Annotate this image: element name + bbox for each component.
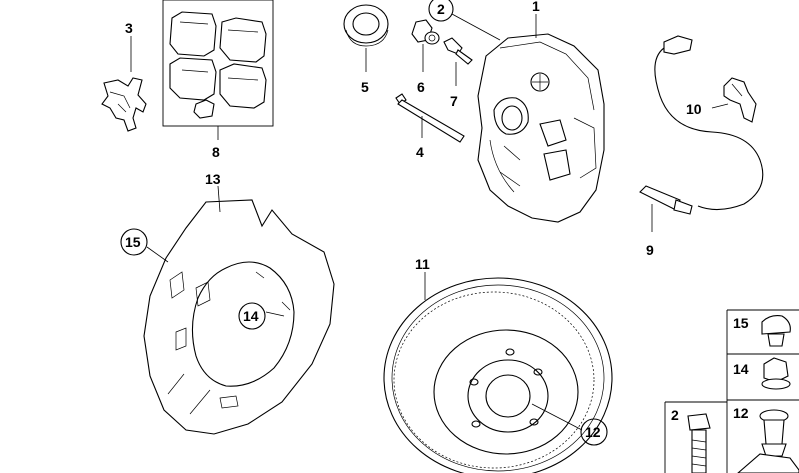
part-3-spring-clip[interactable] <box>101 77 147 132</box>
leader-2 <box>451 13 501 41</box>
part-7-bleed-screw[interactable] <box>443 37 473 65</box>
callout-2[interactable]: 2 <box>437 1 445 17</box>
bolt-2-shank <box>691 429 707 473</box>
callout-15-circle <box>120 228 148 256</box>
callout-2-circle <box>428 0 454 22</box>
arrow-wedge-icon <box>737 453 799 473</box>
callout-4[interactable]: 4 <box>416 144 424 160</box>
nut-14-body <box>763 357 789 383</box>
callout-8[interactable]: 8 <box>212 144 220 160</box>
callout-13[interactable]: 13 <box>205 171 221 187</box>
bolt-15-head <box>761 315 791 335</box>
leader-12 <box>531 403 583 431</box>
legend-cell-12[interactable]: 12 <box>733 405 789 457</box>
callout-10[interactable]: 10 <box>686 101 702 117</box>
part-9-wear-sensor[interactable] <box>639 35 764 215</box>
legend-label-2: 2 <box>671 407 679 423</box>
part-11-brake-disc[interactable] <box>383 277 613 473</box>
legend-label-12: 12 <box>733 405 749 421</box>
legend-cell-arrow <box>737 453 799 473</box>
part-4-guide-bolt[interactable] <box>395 93 465 143</box>
fastener-legend <box>664 309 799 473</box>
callout-12-circle <box>580 418 608 446</box>
legend-cell-2[interactable]: 2 <box>671 407 711 473</box>
bolt-12-base <box>761 443 787 457</box>
part-5-cap[interactable] <box>343 4 389 47</box>
callout-9[interactable]: 9 <box>646 242 654 258</box>
legend-cell-15[interactable]: 15 <box>733 315 791 347</box>
part-10-bracket[interactable] <box>723 77 757 123</box>
bolt-2-thread <box>691 439 707 467</box>
leader-13 <box>217 185 221 213</box>
bolt-2-head <box>687 413 711 431</box>
callout-12[interactable]: 12 <box>585 424 601 440</box>
callout-1[interactable]: 1 <box>532 0 540 14</box>
bolt-15-shank <box>767 333 785 347</box>
callout-5[interactable]: 5 <box>361 79 369 95</box>
nut-14-collar <box>761 378 791 390</box>
callout-14[interactable]: 14 <box>243 308 259 324</box>
leader-14 <box>265 311 285 317</box>
part-6-fitting[interactable] <box>411 19 440 45</box>
part-1-brake-caliper[interactable] <box>477 33 605 223</box>
callout-15[interactable]: 15 <box>125 234 141 250</box>
callout-7[interactable]: 7 <box>450 93 458 109</box>
part-8-brake-pads[interactable] <box>169 11 267 119</box>
callout-11[interactable]: 11 <box>415 256 430 272</box>
callout-3[interactable]: 3 <box>125 20 133 36</box>
leader-10 <box>711 103 729 109</box>
legend-label-14: 14 <box>733 361 749 377</box>
callout-6[interactable]: 6 <box>417 79 425 95</box>
callout-14-circle <box>238 302 266 330</box>
bolt-12-shank <box>763 419 785 445</box>
legend-label-15: 15 <box>733 315 749 331</box>
legend-cell-14[interactable]: 14 <box>733 357 791 390</box>
leader-15 <box>146 246 169 263</box>
